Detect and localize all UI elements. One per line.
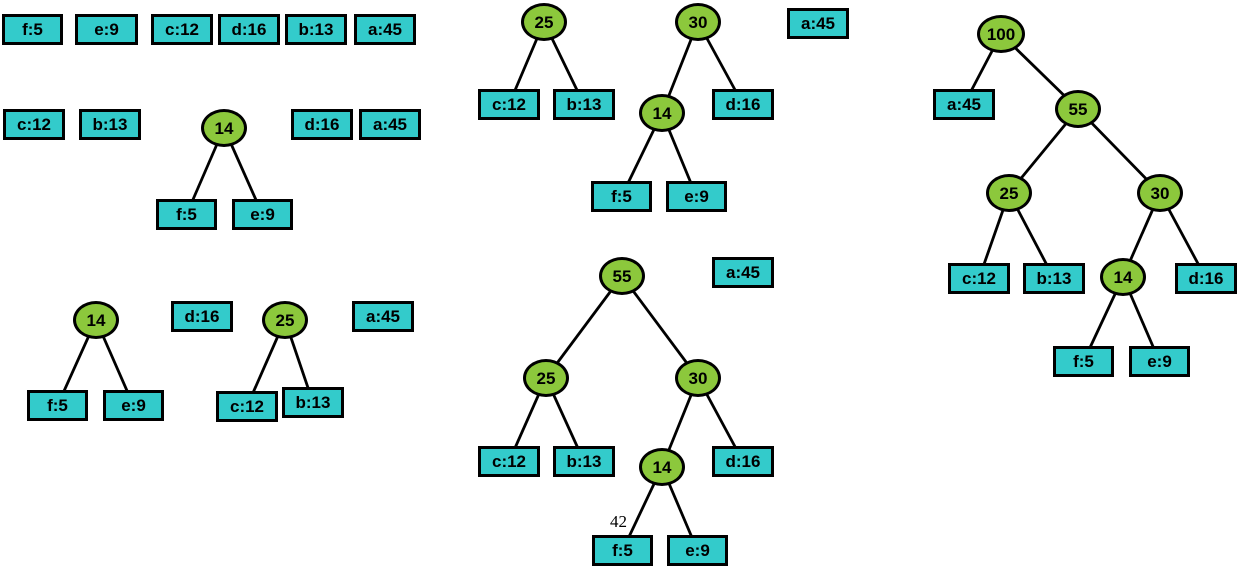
leaf-box-a45-step3: a:45	[352, 301, 414, 332]
leaf-box-c12-step3: c:12	[216, 391, 278, 422]
internal-node-n30-step6: 30	[1137, 174, 1183, 212]
internal-node-n14-step2: 14	[201, 109, 247, 147]
leaf-box-d16-step6: d:16	[1175, 263, 1237, 294]
leaf-box-f5-step1: f:5	[2, 14, 63, 45]
leaf-box-a45-step4: a:45	[787, 8, 849, 39]
leaf-box-d16-step4: d:16	[712, 89, 774, 120]
leaf-box-e9-step5: e:9	[667, 535, 728, 566]
leaf-box-a45-step2: a:45	[359, 109, 421, 140]
internal-node-n14-step5: 14	[639, 448, 685, 486]
leaf-box-c12-step1: c:12	[151, 14, 213, 45]
leaf-box-a45-step1: a:45	[354, 14, 416, 45]
leaf-box-f5-step4: f:5	[591, 181, 652, 212]
leaf-box-f5-step5: f:5	[592, 535, 653, 566]
internal-node-n100-step6: 100	[977, 15, 1025, 53]
internal-node-n14-step4: 14	[639, 94, 685, 132]
internal-node-n25-step6: 25	[986, 174, 1032, 212]
tree-edge-n55-n25-step5	[544, 275, 624, 379]
internal-node-n25-step3: 25	[262, 301, 308, 339]
leaf-box-c12-step2: c:12	[3, 109, 65, 140]
internal-node-n14-step6: 14	[1100, 258, 1146, 296]
leaf-box-e9-step4: e:9	[666, 181, 727, 212]
leaf-box-d16-step3: d:16	[171, 301, 233, 332]
leaf-box-d16-step2: d:16	[291, 109, 353, 140]
leaf-box-d16-step5: d:16	[712, 446, 774, 477]
internal-node-n14-step3: 14	[73, 301, 119, 339]
leaf-box-d16-step1: d:16	[218, 14, 280, 45]
leaf-box-a45-step5: a:45	[712, 257, 774, 288]
leaf-box-b13-step5: b:13	[553, 446, 615, 477]
internal-node-n25-step4: 25	[521, 3, 567, 41]
leaf-box-e9-step1: e:9	[75, 14, 138, 45]
internal-node-n25-step5: 25	[523, 359, 569, 397]
internal-node-n30-step4: 30	[675, 3, 721, 41]
leaf-box-e9-step6: e:9	[1129, 346, 1190, 377]
leaf-box-e9-step3: e:9	[103, 390, 164, 421]
leaf-box-f5-step3: f:5	[27, 390, 88, 421]
page-number-artifact: 42	[610, 512, 627, 531]
leaf-box-b13-step2: b:13	[79, 109, 141, 140]
leaf-box-b13-step1: b:13	[285, 14, 347, 45]
internal-node-n55-step6: 55	[1055, 90, 1101, 128]
leaf-box-c12-step6: c:12	[948, 263, 1010, 294]
leaf-box-b13-step6: b:13	[1023, 263, 1085, 294]
leaf-box-b13-step4: b:13	[553, 89, 615, 120]
leaf-box-c12-step5: c:12	[478, 446, 540, 477]
leaf-box-b13-step3: b:13	[282, 387, 344, 418]
leaf-box-c12-step4: c:12	[478, 89, 540, 120]
leaf-box-f5-step6: f:5	[1053, 346, 1114, 377]
internal-node-n55-step5: 55	[599, 257, 645, 295]
leaf-box-a45-step6: a:45	[933, 89, 995, 120]
internal-node-n30-step5: 30	[675, 359, 721, 397]
leaf-box-f5-step2: f:5	[156, 199, 217, 230]
leaf-box-e9-step2: e:9	[232, 199, 293, 230]
